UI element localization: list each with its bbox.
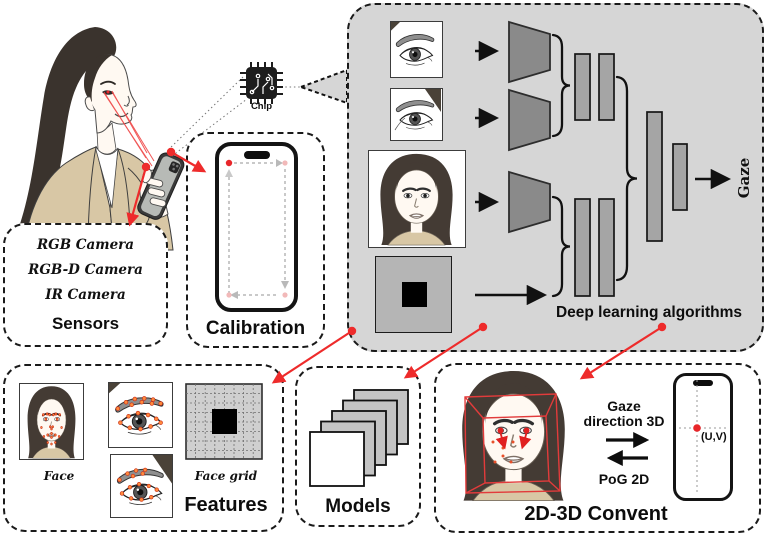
cnn-encoders	[508, 20, 551, 234]
convent-title: 2D-3D Convent	[524, 503, 668, 525]
models-title: Models	[325, 496, 391, 517]
braces	[551, 33, 638, 298]
sensor-item-ir: IR Camera	[45, 286, 126, 303]
convent-panel: Gaze direction 3D PoG 2D (U,V) 2D-3D Con…	[434, 363, 761, 533]
gaze-lines	[103, 90, 155, 167]
features-title: Features	[184, 494, 268, 516]
sensor-item-rgbd: RGB-D Camera	[28, 261, 143, 278]
chip-icon	[240, 62, 283, 104]
chip-label: Chip	[250, 101, 273, 112]
features-panel: Face Face grid Features	[3, 364, 284, 532]
face-image	[368, 150, 466, 248]
woman-illustration	[18, 27, 185, 251]
face-grid-image	[185, 383, 263, 460]
network-diagram	[475, 20, 732, 306]
sensors-panel: RGB Camera RGB-D Camera IR Camera Sensor…	[3, 223, 168, 347]
models-panel: Models	[295, 366, 421, 527]
uv-label: (U,V)	[701, 431, 727, 443]
calibration-phone-icon	[215, 142, 298, 312]
features-face-image	[19, 383, 84, 460]
face-grid-marker	[402, 282, 427, 307]
convert-arrows	[606, 432, 650, 466]
features-eye-image-2	[110, 454, 173, 518]
calibration-title: Calibration	[205, 318, 306, 339]
face-caption: Face	[43, 469, 75, 483]
handheld-phone-icon	[137, 152, 185, 220]
eye-image-left	[390, 21, 443, 78]
features-eye-image-1	[108, 382, 173, 448]
phone-island	[693, 380, 713, 386]
face-cube-image	[444, 367, 583, 502]
pipeline-title: Deep learning algorithms	[555, 304, 743, 321]
gaze3d-line2: direction 3D	[583, 413, 665, 429]
phone-island	[243, 151, 270, 159]
callout-wedge	[298, 68, 348, 105]
face-grid-caption: Face grid	[194, 469, 258, 483]
gaze-output-label: Gaze	[735, 157, 753, 199]
deep-learning-panel: Deep learning algorithms Gaze	[347, 3, 764, 352]
calibration-path	[225, 159, 289, 299]
pog-phone-icon: (U,V)	[673, 373, 733, 501]
eye-image-right	[390, 88, 443, 141]
sensors-title: Sensors	[51, 313, 120, 333]
model-stack-icon	[309, 389, 409, 487]
head-cube-wireframe	[464, 393, 561, 494]
fc-layers	[574, 53, 688, 297]
sensor-item-rgb: RGB Camera	[36, 236, 135, 253]
calibration-panel: Calibration	[186, 132, 325, 348]
pog-label: PoG 2D	[598, 471, 650, 487]
gaze3d-line1: Gaze	[607, 398, 641, 414]
